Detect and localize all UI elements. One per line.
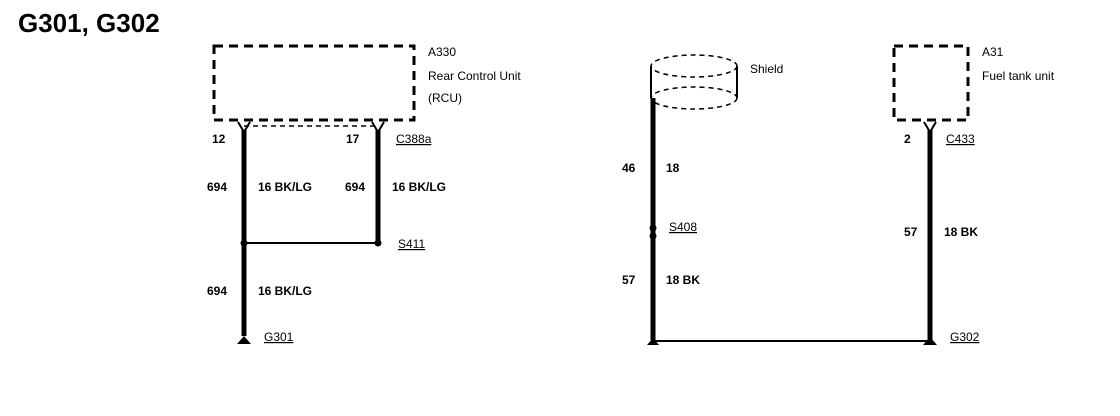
splice-s408-node-b [649, 232, 657, 240]
splice-s411-label: S411 [398, 237, 425, 251]
fuel-wire-circuit: 57 [904, 225, 918, 239]
fuel-tank-unit-box [892, 44, 970, 122]
connector-c388a-label: C388a [396, 132, 432, 146]
shield-label: Shield [750, 62, 783, 76]
wire-b-gauge: 16 BK/LG [392, 180, 446, 194]
shield-wire-gauge: 18 [666, 161, 680, 175]
connector-c433-label: C433 [946, 132, 975, 146]
wire-c-gauge: 16 BK/LG [258, 284, 312, 298]
wire-c-circuit: 694 [207, 284, 227, 298]
shield-ground-gauge: 18 BK [666, 273, 700, 287]
fuel-unit-name: Fuel tank unit [982, 69, 1055, 83]
ground-g302-icon [923, 337, 937, 345]
splice-node-right [374, 239, 382, 247]
fuel-unit-id: A31 [982, 45, 1004, 59]
ground-g302-label: G302 [950, 330, 980, 344]
ground-g301-icon [237, 336, 251, 344]
ground-shield-icon [647, 338, 659, 345]
rcu-component [212, 44, 416, 122]
rcu-id: A330 [428, 45, 456, 59]
wire-b-circuit: 694 [345, 180, 365, 194]
splice-s408-node-a [649, 224, 657, 232]
wire-a-gauge: 16 BK/LG [258, 180, 312, 194]
rcu-abbr: (RCU) [428, 91, 462, 105]
fuel-wire-gauge: 18 BK [944, 225, 978, 239]
pin-17-label: 17 [346, 132, 360, 146]
rcu-name: Rear Control Unit [428, 69, 521, 83]
rcu-box [212, 44, 416, 122]
pin-12-label: 12 [212, 132, 226, 146]
shield-icon [650, 54, 738, 110]
diagram-title: G301, G302 [18, 8, 160, 38]
shield-wire-circuit: 46 [622, 161, 636, 175]
wire-a-circuit: 694 [207, 180, 227, 194]
pin-2-label: 2 [904, 132, 911, 146]
splice-s408-label: S408 [669, 220, 697, 234]
shield-ground-circuit: 57 [622, 273, 636, 287]
ground-g301-label: G301 [264, 330, 294, 344]
